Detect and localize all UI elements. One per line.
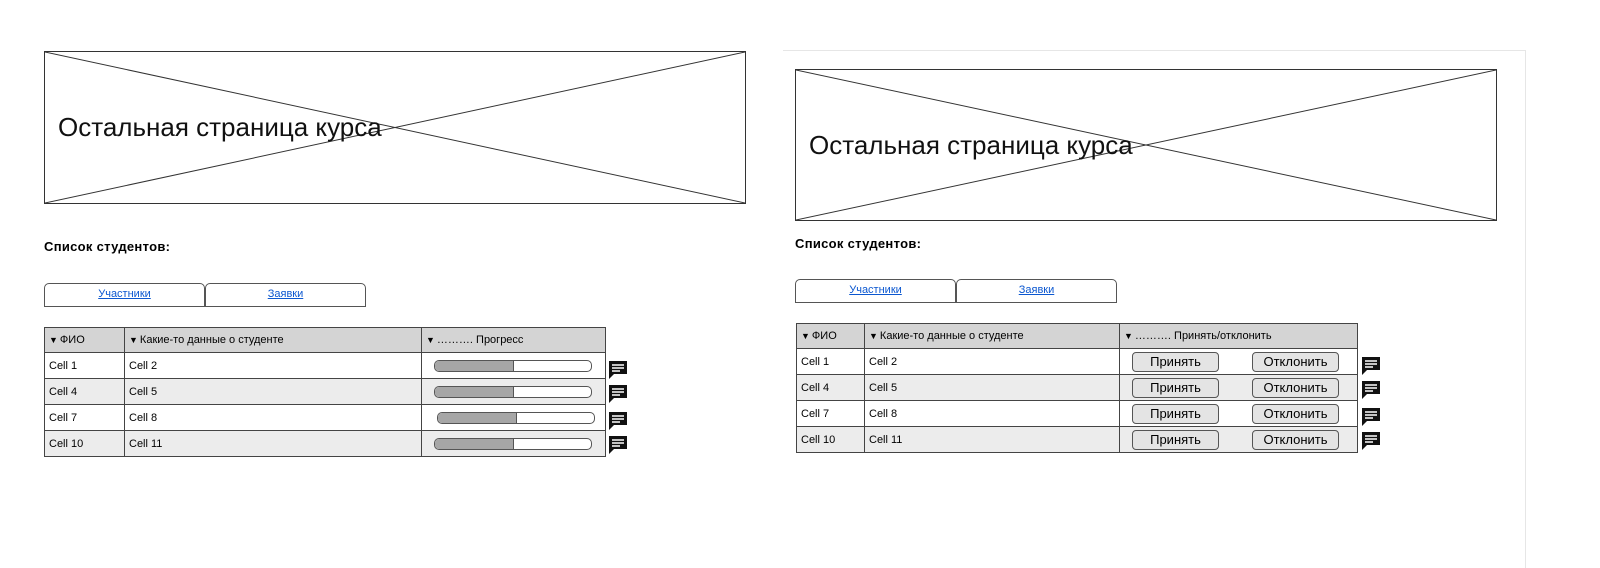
- table-row: Cell 4 Cell 5 Принять Отклонить: [796, 374, 1358, 401]
- tab-requests-label[interactable]: Заявки: [267, 288, 304, 300]
- accept-button[interactable]: Принять: [1132, 403, 1219, 424]
- right-panel-frame: [783, 50, 1526, 568]
- cell-name: Cell 1: [44, 352, 125, 379]
- chat-icon[interactable]: [1361, 431, 1381, 451]
- cell-data: Cell 11: [864, 426, 1120, 453]
- table-row: Cell 4 Cell 5: [44, 378, 606, 405]
- students-list-title: Список студентов:: [44, 239, 171, 254]
- tab-participants[interactable]: Участники: [795, 279, 956, 303]
- tab-participants[interactable]: Участники: [44, 283, 205, 307]
- sort-arrow-icon[interactable]: ▼: [1124, 331, 1133, 341]
- cell-name: Cell 7: [796, 400, 865, 427]
- accept-button[interactable]: Принять: [1132, 351, 1219, 372]
- cell-data: Cell 5: [124, 378, 422, 405]
- table-row: Cell 7 Cell 8: [44, 404, 606, 431]
- sort-arrow-icon[interactable]: ▼: [129, 335, 138, 345]
- progress-bar: [434, 359, 592, 372]
- students-list-title: Список студентов:: [795, 236, 922, 251]
- cell-name: Cell 10: [796, 426, 865, 453]
- cell-data: Cell 2: [124, 352, 422, 379]
- cell-actions: Принять Отклонить: [1119, 400, 1358, 427]
- cell-actions: Принять Отклонить: [1119, 426, 1358, 453]
- reject-button[interactable]: Отклонить: [1252, 377, 1339, 398]
- cell-progress: [421, 352, 606, 379]
- course-page-placeholder: Остальная страница курса: [795, 69, 1497, 221]
- chat-icon[interactable]: [608, 435, 628, 455]
- table-row: Cell 1 Cell 2 Принять Отклонить: [796, 348, 1358, 375]
- cell-data: Cell 8: [864, 400, 1120, 427]
- cell-data: Cell 8: [124, 404, 422, 431]
- cell-name: Cell 7: [44, 404, 125, 431]
- chat-icon[interactable]: [608, 360, 628, 380]
- tab-participants-label[interactable]: Участники: [849, 284, 902, 296]
- tab-requests[interactable]: Заявки: [205, 283, 366, 307]
- cell-data: Cell 11: [124, 430, 422, 457]
- chat-icon[interactable]: [608, 384, 628, 404]
- table-row: Cell 10 Cell 11: [44, 430, 606, 457]
- cell-progress: [421, 404, 606, 431]
- sort-arrow-icon[interactable]: ▼: [869, 331, 878, 341]
- cell-name: Cell 4: [44, 378, 125, 405]
- cell-actions: Принять Отклонить: [1119, 348, 1358, 375]
- reject-button[interactable]: Отклонить: [1252, 351, 1339, 372]
- chat-icon[interactable]: [1361, 407, 1381, 427]
- cell-name: Cell 10: [44, 430, 125, 457]
- cell-progress: [421, 430, 606, 457]
- chat-icon[interactable]: [1361, 380, 1381, 400]
- cell-data: Cell 2: [864, 348, 1120, 375]
- progress-bar: [434, 385, 592, 398]
- column-header-data[interactable]: ▼Какие-то данные о студенте: [124, 327, 422, 353]
- column-header-progress[interactable]: ▼………. Прогресс: [421, 327, 606, 353]
- tab-requests-label[interactable]: Заявки: [1018, 284, 1055, 296]
- sort-arrow-icon[interactable]: ▼: [426, 335, 435, 345]
- placeholder-label: Остальная страница курса: [809, 130, 1133, 160]
- tab-requests[interactable]: Заявки: [956, 279, 1117, 303]
- students-table: ▼ФИО ▼Какие-то данные о студенте ▼………. П…: [44, 327, 606, 457]
- table-row: Cell 7 Cell 8 Принять Отклонить: [796, 400, 1358, 427]
- column-header-name[interactable]: ▼ФИО: [796, 323, 865, 349]
- placeholder-cross: [796, 70, 1496, 220]
- column-header-data[interactable]: ▼Какие-то данные о студенте: [864, 323, 1120, 349]
- placeholder-cross: [45, 52, 745, 203]
- sort-arrow-icon[interactable]: ▼: [801, 331, 810, 341]
- progress-bar: [437, 411, 595, 424]
- accept-button[interactable]: Принять: [1132, 429, 1219, 450]
- table-row: Cell 10 Cell 11 Принять Отклонить: [796, 426, 1358, 453]
- requests-table: ▼ФИО ▼Какие-то данные о студенте ▼………. П…: [796, 323, 1358, 453]
- column-header-actions[interactable]: ▼………. Принять/отклонить: [1119, 323, 1358, 349]
- cell-name: Cell 1: [796, 348, 865, 375]
- sort-arrow-icon[interactable]: ▼: [49, 335, 58, 345]
- placeholder-label: Остальная страница курса: [58, 112, 382, 142]
- cell-name: Cell 4: [796, 374, 865, 401]
- reject-button[interactable]: Отклонить: [1252, 429, 1339, 450]
- chat-icon[interactable]: [608, 411, 628, 431]
- cell-data: Cell 5: [864, 374, 1120, 401]
- tab-participants-label[interactable]: Участники: [98, 288, 151, 300]
- reject-button[interactable]: Отклонить: [1252, 403, 1339, 424]
- chat-icon[interactable]: [1361, 356, 1381, 376]
- course-page-placeholder: Остальная страница курса: [44, 51, 746, 204]
- table-header-row: ▼ФИО ▼Какие-то данные о студенте ▼………. П…: [44, 327, 606, 353]
- progress-bar: [434, 437, 592, 450]
- column-header-name[interactable]: ▼ФИО: [44, 327, 125, 353]
- table-row: Cell 1 Cell 2: [44, 352, 606, 379]
- accept-button[interactable]: Принять: [1132, 377, 1219, 398]
- cell-progress: [421, 378, 606, 405]
- cell-actions: Принять Отклонить: [1119, 374, 1358, 401]
- table-header-row: ▼ФИО ▼Какие-то данные о студенте ▼………. П…: [796, 323, 1358, 349]
